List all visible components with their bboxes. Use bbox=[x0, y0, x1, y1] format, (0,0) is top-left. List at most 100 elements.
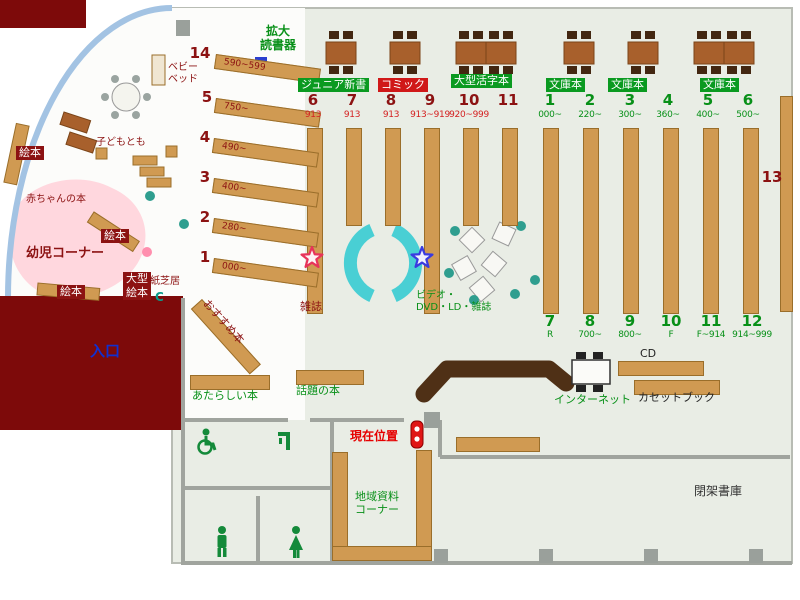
baby-books-label: 赤ちゃんの本 bbox=[26, 194, 86, 205]
category-bunko: 文庫本 bbox=[700, 78, 739, 92]
entrance-zone bbox=[0, 296, 183, 430]
aisle-code: 913~919 bbox=[410, 110, 450, 120]
category-junior-shinsho: ジュニア新書 bbox=[298, 78, 370, 92]
men-toilet-icon bbox=[217, 526, 227, 557]
large-ehon-label: 大型 絵本 bbox=[123, 272, 151, 300]
aisle-number: 2 bbox=[584, 91, 596, 109]
topic-books-shelf bbox=[296, 370, 364, 385]
walls bbox=[181, 298, 792, 565]
aisle-code: 220~ bbox=[578, 110, 602, 120]
curved-wall bbox=[5, 5, 173, 299]
bookshelf bbox=[583, 128, 599, 314]
aisle-number: 9 bbox=[624, 312, 636, 330]
pillars bbox=[176, 20, 763, 563]
aisle-number: 10 bbox=[458, 91, 480, 109]
aisle-number: 8 bbox=[385, 91, 397, 109]
aisle-number: 7 bbox=[544, 312, 556, 330]
category-bunko: 文庫本 bbox=[608, 78, 647, 92]
aisle-code: 700~ bbox=[578, 330, 602, 340]
cassette-book-label: カセットブック bbox=[638, 391, 715, 404]
category-large-print: 大型活字本 bbox=[451, 74, 512, 88]
closed-stacks-label: 閉架書庫 bbox=[694, 484, 743, 498]
aisle-code: 000~ bbox=[538, 110, 562, 120]
bookshelf bbox=[463, 128, 479, 226]
aisle-code: 500~ bbox=[736, 110, 760, 120]
shelf-number: 4 bbox=[199, 128, 211, 146]
wheelchair-icon bbox=[197, 428, 217, 455]
star-marker-blue bbox=[410, 246, 434, 268]
local-corner-label: 地域資料 コーナー bbox=[355, 490, 399, 517]
aisle-number: 1 bbox=[544, 91, 556, 109]
aisle-code: 800~ bbox=[618, 330, 642, 340]
aisle-number: 6 bbox=[742, 91, 754, 109]
video-corner-label: ビデオ・ DVD・LD・雑誌 bbox=[416, 290, 492, 313]
bookshelf bbox=[623, 128, 639, 314]
shelf-number: 5 bbox=[201, 88, 213, 106]
aisle-number: 3 bbox=[624, 91, 636, 109]
aisle-code: 913 bbox=[343, 110, 361, 120]
copier-mark: C bbox=[155, 290, 164, 304]
aisle-number: 10 bbox=[660, 312, 682, 330]
aisle-code: F~914 bbox=[696, 330, 726, 340]
aisle-code: F bbox=[668, 330, 674, 340]
aisle-code: 300~ bbox=[618, 110, 642, 120]
internet-station bbox=[571, 352, 611, 392]
bookshelf bbox=[543, 128, 559, 314]
baby-bed bbox=[151, 54, 166, 86]
women-toilet-icon bbox=[289, 526, 303, 558]
wall-bookshelf bbox=[780, 96, 793, 312]
stools bbox=[145, 191, 540, 305]
bookshelf bbox=[663, 128, 679, 314]
cassette-shelf bbox=[634, 380, 720, 395]
water-fountain-icon bbox=[278, 432, 290, 450]
aisle-number: 11 bbox=[700, 312, 722, 330]
bookshelf bbox=[456, 437, 540, 452]
star-marker-red bbox=[300, 246, 324, 268]
kodomo-tomo-label: 子どもとも bbox=[96, 137, 146, 148]
service-counter bbox=[415, 360, 575, 403]
current-location-label: 現在位置 bbox=[350, 429, 399, 443]
bookshelf bbox=[743, 128, 759, 314]
aisle-number: 9 bbox=[424, 91, 436, 109]
wall-shelf-number: 13 bbox=[761, 168, 783, 186]
ehon-label: 絵本 bbox=[57, 285, 85, 299]
bookshelf bbox=[424, 128, 440, 314]
local-corner-shelf bbox=[332, 546, 432, 561]
ehon-label: 絵本 bbox=[101, 229, 129, 243]
aisle-code: 913 bbox=[382, 110, 400, 120]
pink-stool bbox=[142, 247, 152, 257]
shelf-number: 3 bbox=[199, 168, 211, 186]
bookshelf bbox=[703, 128, 719, 314]
aisle-code: 360~ bbox=[656, 110, 680, 120]
baby-bed-label: ベビー ベッド bbox=[168, 62, 198, 85]
kamishibai-label: 紙芝居 bbox=[150, 276, 180, 287]
bookshelf bbox=[385, 128, 401, 226]
shelf-number: 14 bbox=[189, 44, 211, 62]
bookshelf bbox=[346, 128, 362, 226]
aisle-code: R bbox=[547, 330, 553, 340]
aisle-number: 6 bbox=[307, 91, 319, 109]
cd-shelf bbox=[618, 361, 704, 376]
entrance-label: 入口 bbox=[90, 342, 121, 360]
category-bunko: 文庫本 bbox=[546, 78, 585, 92]
current-location-marker bbox=[410, 420, 424, 449]
bookshelf bbox=[502, 128, 518, 226]
exterior-block-top bbox=[0, 0, 86, 28]
aisle-number: 11 bbox=[497, 91, 519, 109]
shelf-number: 1 bbox=[199, 248, 211, 266]
aisle-code: 914~999 bbox=[732, 330, 772, 340]
toddler-corner-label: 幼児コーナー bbox=[26, 246, 105, 261]
local-corner-shelf bbox=[416, 450, 432, 550]
aisle-number: 8 bbox=[584, 312, 596, 330]
aisle-number: 4 bbox=[662, 91, 674, 109]
new-books-shelf bbox=[190, 375, 270, 390]
new-books-label: あたらしい本 bbox=[192, 389, 258, 402]
category-comic: コミック bbox=[378, 78, 428, 92]
toddler-corner-zone bbox=[10, 179, 146, 299]
shelf-number: 2 bbox=[199, 208, 211, 226]
topic-books-label: 話題の本 bbox=[296, 384, 340, 397]
ehon-label: 絵本 bbox=[16, 146, 44, 160]
cd-label: CD bbox=[640, 347, 657, 360]
